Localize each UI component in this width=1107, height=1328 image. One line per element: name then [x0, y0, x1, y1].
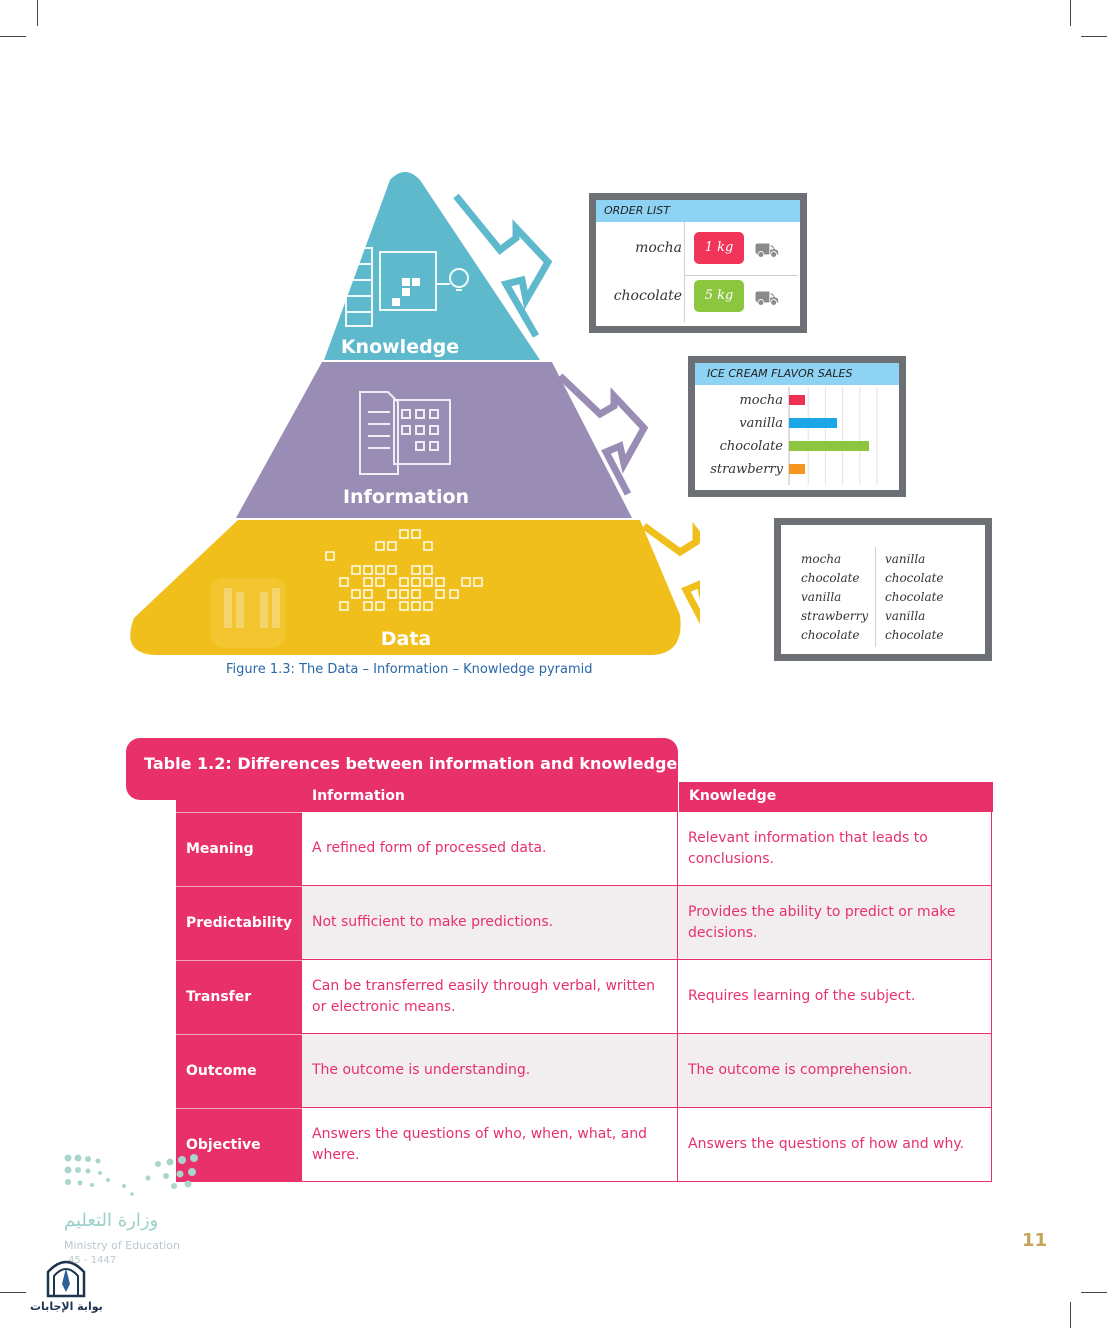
- table-cell-knowledge: Answers the questions of how and why.: [678, 1108, 992, 1182]
- table-cell-information: A refined form of processed data.: [302, 812, 678, 886]
- crop-mark: [1070, 0, 1071, 26]
- table-cell-knowledge: Relevant information that leads to concl…: [678, 812, 992, 886]
- portal-logo-icon: [46, 1260, 86, 1298]
- table-row-label: Transfer: [176, 960, 302, 1034]
- data-list-col-2: vanilla chocolate chocolate vanilla chocolat…: [885, 550, 944, 645]
- order-item-name: mocha: [635, 240, 682, 256]
- data-list-item: mocha: [801, 552, 842, 566]
- pyramid-knowledge-layer: [324, 172, 540, 360]
- ministry-logo-dots-icon: [64, 1154, 198, 1196]
- order-list-panel: ORDER LIST mocha 1 kg ⛟ chocolate 5 kg ⛟: [589, 193, 807, 333]
- data-list-item: chocolate: [801, 628, 860, 642]
- data-list-item: strawberry: [801, 609, 869, 623]
- row-divider: [684, 275, 798, 276]
- truck-icon: ⛟: [754, 286, 780, 310]
- page-number: 11: [1022, 1230, 1048, 1251]
- row-label-text: Meaning: [186, 841, 254, 857]
- server-grid-icon: [345, 247, 469, 327]
- bar-category-label: vanilla: [739, 416, 783, 431]
- bar-strawberry: [789, 464, 805, 474]
- table-header-knowledge: Knowledge: [678, 782, 993, 812]
- order-row: mocha 1 kg ⛟: [596, 222, 800, 322]
- row-label-text: Objective: [186, 1137, 261, 1153]
- portal-name: بوابة الإجابات: [30, 1300, 103, 1313]
- pyramid-data-layer: [130, 520, 681, 655]
- data-list-item: vanilla: [885, 552, 926, 566]
- truck-icon: ⛟: [754, 238, 780, 262]
- crop-mark: [1070, 1302, 1071, 1328]
- crop-mark: [37, 0, 38, 26]
- figure-caption: Figure 1.3: The Data – Information – Kno…: [226, 662, 593, 677]
- table-cell-information: Can be transferred easily through verbal…: [302, 960, 678, 1034]
- arrow-information-icon: [557, 373, 649, 496]
- row-divider: [684, 222, 685, 322]
- table-row-label: Objective: [176, 1108, 302, 1182]
- table-row-label: Meaning: [176, 812, 302, 886]
- dik-pyramid: [130, 172, 700, 655]
- bar-vanilla: [789, 418, 837, 428]
- data-list-item: chocolate: [885, 571, 944, 585]
- bar-mocha: [789, 395, 805, 405]
- table-cell-information: Answers the questions of who, when, what…: [302, 1108, 678, 1182]
- ministry-year: 45 - 1447: [68, 1255, 117, 1266]
- row-label-text: Transfer: [186, 989, 252, 1005]
- bar-category-label: mocha: [739, 393, 783, 408]
- data-list-item: chocolate: [885, 628, 944, 642]
- pyramid-label-knowledge: Knowledge: [340, 336, 460, 358]
- crop-mark: [0, 36, 26, 37]
- row-label-text: Predictability: [186, 915, 293, 931]
- table-row-label: Outcome: [176, 1034, 302, 1108]
- watermark-logo-icon: [210, 578, 286, 648]
- pyramid-information-layer: [236, 362, 632, 518]
- table-cell-knowledge: Provides the ability to predict or make …: [678, 886, 992, 960]
- table-cell-information: The outcome is understanding.: [302, 1034, 678, 1108]
- table-row-label: Predictability: [176, 886, 302, 960]
- bar-chocolate: [789, 441, 869, 451]
- header-label: Knowledge: [689, 788, 777, 804]
- data-list-item: chocolate: [885, 590, 944, 604]
- sales-bar-chart: mocha vanilla chocolate strawberry: [710, 387, 878, 485]
- table-cell-knowledge: The outcome is comprehension.: [678, 1034, 992, 1108]
- document-grid-icon: [359, 391, 451, 475]
- data-list-panel: mocha chocolate vanilla strawberry chocolate…: [774, 518, 992, 661]
- row-label-text: Outcome: [186, 1063, 257, 1079]
- table-label-column-bg: [176, 782, 302, 812]
- order-qty-badge: 5 kg: [694, 280, 744, 312]
- bar-category-label: chocolate: [720, 439, 784, 454]
- table-cell-information: Not sufficient to make predictions.: [302, 886, 678, 960]
- table-title: Table 1.2: Differences between informati…: [144, 754, 678, 773]
- order-list-title: ORDER LIST: [596, 200, 800, 222]
- sales-chart-panel: ICE CREAM FLAVOR SALES mocha vanilla choco…: [688, 356, 906, 497]
- order-item-name: chocolate: [613, 288, 682, 304]
- crop-mark: [0, 1292, 26, 1293]
- sales-chart-title: ICE CREAM FLAVOR SALES: [695, 363, 899, 385]
- bar-category-label: strawberry: [710, 462, 783, 477]
- pyramid-label-data: Data: [380, 628, 432, 650]
- arrow-knowledge-icon: [453, 193, 553, 338]
- order-row: chocolate 5 kg ⛟: [596, 276, 800, 326]
- ministry-name-english: Ministry of Education: [64, 1239, 181, 1252]
- table-header-information: Information: [302, 782, 678, 812]
- data-list-col-1: mocha chocolate vanilla strawberry chocolate: [801, 550, 868, 645]
- crop-mark: [1081, 36, 1107, 37]
- ministry-name-arabic: وزارة التعليم: [64, 1210, 159, 1231]
- arrow-data-icon: [641, 521, 700, 625]
- crop-mark: [1081, 1292, 1107, 1293]
- order-qty-badge: 1 kg: [694, 232, 744, 264]
- col-divider: [875, 547, 876, 647]
- data-pixels-icon: [325, 529, 483, 611]
- data-list-item: chocolate: [801, 571, 860, 585]
- data-list-item: vanilla: [885, 609, 926, 623]
- data-list-item: vanilla: [801, 590, 842, 604]
- table-cell-knowledge: Requires learning of the subject.: [678, 960, 992, 1034]
- pyramid-label-information: Information: [342, 486, 470, 508]
- header-label: Information: [312, 788, 405, 804]
